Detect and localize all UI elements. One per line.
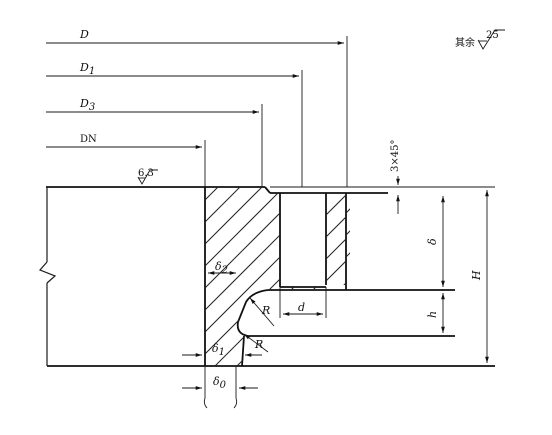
label-h: h bbox=[426, 311, 439, 318]
label-roughness-main: 6.3 bbox=[138, 168, 154, 179]
dimension-D1: D1 bbox=[46, 61, 303, 187]
label-chamfer: 3×45° bbox=[390, 140, 401, 172]
flange-outline bbox=[38, 186, 495, 367]
label-R-lower: R bbox=[254, 338, 263, 351]
dimension-D3: D3 bbox=[46, 97, 263, 187]
label-R-upper: R bbox=[261, 304, 270, 317]
dimension-D: D bbox=[46, 28, 348, 187]
roughness-check-icon bbox=[477, 29, 505, 50]
label-DN: DN bbox=[80, 134, 97, 145]
label-roughness-other-prefix: 其余 bbox=[455, 36, 475, 49]
label-roughness-other-value: 25 bbox=[486, 30, 499, 41]
section-hatching-right bbox=[326, 194, 346, 285]
label-delta0: δ0 bbox=[213, 375, 227, 391]
dimension-DN: DN bbox=[46, 134, 206, 187]
break-marks bbox=[203, 397, 238, 409]
dimension-delta2: δ2 bbox=[208, 260, 236, 276]
dimension-d: d bbox=[279, 287, 327, 318]
roughness-check-icon-main bbox=[137, 169, 158, 185]
label-D1: D1 bbox=[79, 61, 95, 77]
dimension-delta0: δ0 bbox=[182, 366, 258, 409]
label-delta1: δ1 bbox=[212, 342, 225, 358]
roughness-main-symbol: 6.3 bbox=[137, 168, 158, 185]
label-d: d bbox=[298, 301, 305, 314]
dimension-delta: δ bbox=[426, 196, 445, 287]
dimension-delta1: δ1 bbox=[182, 342, 262, 358]
label-delta2: δ2 bbox=[215, 260, 228, 276]
label-D: D bbox=[79, 28, 89, 41]
roughness-other-symbol: 其余 25 bbox=[455, 29, 505, 50]
dimension-chamfer: 3×45° bbox=[390, 140, 401, 214]
leader-R-upper: R bbox=[249, 297, 275, 327]
dimension-H: H bbox=[470, 190, 489, 363]
label-D3: D3 bbox=[79, 97, 95, 113]
label-delta: δ bbox=[426, 238, 439, 245]
label-H: H bbox=[470, 270, 483, 281]
dimension-h: h bbox=[426, 293, 445, 333]
leader-R-lower: R bbox=[243, 333, 269, 353]
